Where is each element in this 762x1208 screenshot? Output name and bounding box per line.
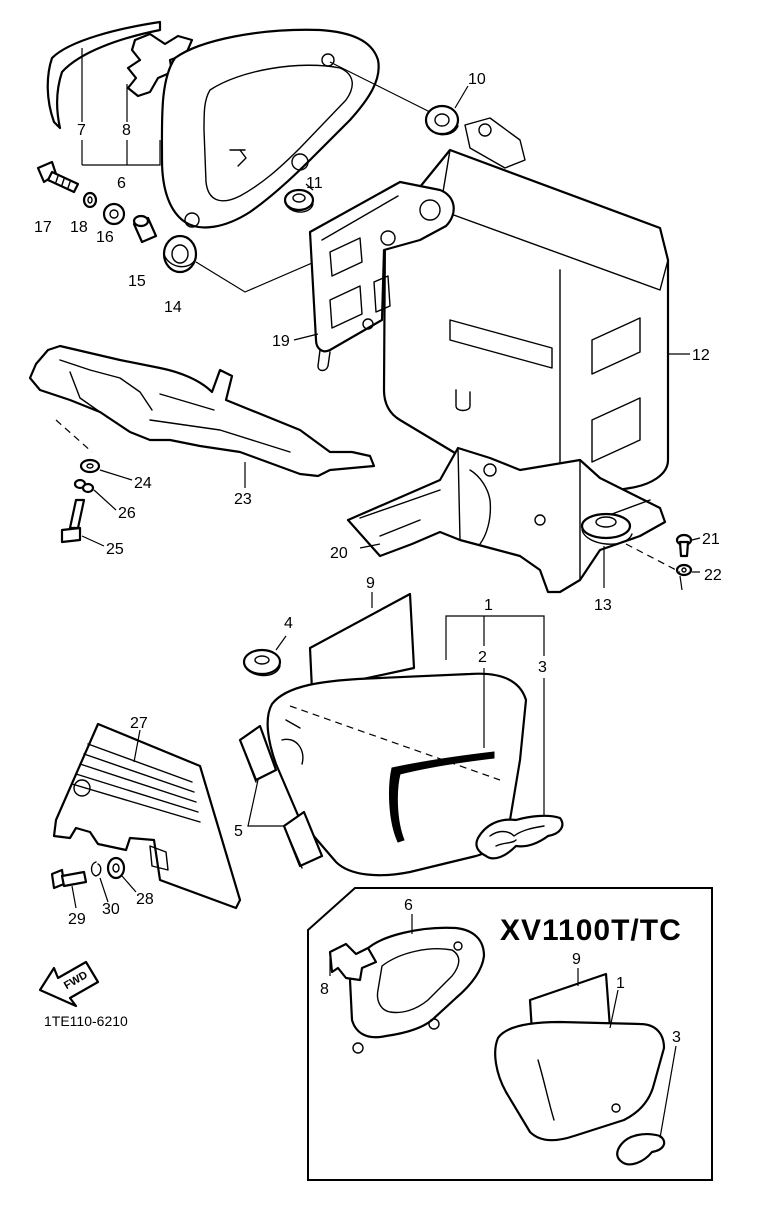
inset-part-1-side-cover <box>494 989 666 1142</box>
model-label: XV1100T/TC <box>500 914 682 947</box>
leaders-24-26-25 <box>81 469 133 547</box>
leaders-13-21-22 <box>625 543 683 591</box>
label-8: 8 <box>122 122 131 139</box>
part-24-nut <box>79 458 101 474</box>
label-7: 7 <box>77 122 86 139</box>
inset-part-number-labels: 6 8 9 1 3 <box>320 897 681 1046</box>
leaders-1-2-3 <box>445 615 545 818</box>
label-6: 6 <box>117 175 126 192</box>
label-4: 4 <box>284 615 293 632</box>
part-18-washer <box>82 191 98 209</box>
label-2: 2 <box>478 649 487 666</box>
label-9: 9 <box>366 575 375 592</box>
label-10: 10 <box>468 71 486 88</box>
part-14-grommet <box>162 234 198 274</box>
part-28-washer <box>106 856 137 893</box>
inset-label-9: 9 <box>572 951 581 968</box>
label-12: 12 <box>692 347 710 364</box>
label-29: 29 <box>68 911 86 928</box>
part-20-tray <box>346 446 667 594</box>
label-21: 21 <box>702 531 720 548</box>
label-26: 26 <box>118 505 136 522</box>
inset-label-1: 1 <box>616 975 625 992</box>
diagram-code: 1TE110-6210 <box>44 1013 128 1029</box>
part-26-washer <box>73 478 95 494</box>
part-19-bracket <box>308 180 455 372</box>
part-25-bolt <box>60 498 86 544</box>
label-11: 11 <box>306 175 323 192</box>
part-27-grille-cover <box>52 722 242 910</box>
part-15-sleeve <box>132 214 158 244</box>
part-22-washer <box>675 563 700 577</box>
part-5-damper-b <box>282 810 324 869</box>
part-1-side-cover <box>266 672 528 877</box>
label-22: 22 <box>704 567 722 584</box>
part-11-grommet <box>283 188 315 213</box>
part-10-grommet <box>424 104 460 136</box>
part-23-panel <box>28 344 376 478</box>
label-20: 20 <box>330 545 348 562</box>
label-19: 19 <box>272 333 290 350</box>
part-21-bolt <box>675 533 701 558</box>
inset-label-8: 8 <box>320 981 329 998</box>
part-16-collar <box>102 202 126 226</box>
label-15: 15 <box>128 273 146 290</box>
part-4-grommet <box>242 635 287 677</box>
fwd-arrow-icon <box>38 960 100 1008</box>
inset-part-6-cover-frame <box>348 926 486 1054</box>
part-9-pad <box>308 592 416 692</box>
label-14: 14 <box>164 299 182 316</box>
label-25: 25 <box>106 541 124 558</box>
part-13-grommet <box>580 512 633 588</box>
inset-part-3-emblem <box>616 1045 677 1166</box>
label-28: 28 <box>136 891 154 908</box>
label-3: 3 <box>538 659 547 676</box>
part-29-bolt <box>50 868 88 909</box>
part-7-strip <box>46 20 162 130</box>
label-30: 30 <box>102 901 120 918</box>
part-3-emblem <box>475 814 564 860</box>
label-24: 24 <box>134 475 152 492</box>
inset-part-8-bracket <box>328 942 378 982</box>
label-18: 18 <box>70 219 88 236</box>
part-30-washer <box>90 861 109 903</box>
label-13: 13 <box>594 597 612 614</box>
part-17-bolt <box>36 160 80 194</box>
part-8-bracket <box>126 32 194 98</box>
part-5-damper-a <box>238 724 278 783</box>
label-27: 27 <box>130 715 148 732</box>
leaders-23 <box>55 419 246 488</box>
label-23: 23 <box>234 491 252 508</box>
inset-label-6: 6 <box>404 897 413 914</box>
leaders-top-left <box>81 48 161 166</box>
leader-19 <box>293 333 319 341</box>
leader-20 <box>359 543 381 549</box>
label-17: 17 <box>34 219 52 236</box>
label-16: 16 <box>96 229 114 246</box>
part-number-labels: 7 8 6 10 11 17 18 16 15 14 19 12 24 23 2… <box>34 71 722 928</box>
part-6-cover-frame <box>160 28 380 229</box>
part-12-battery-case <box>382 117 670 502</box>
leaders-10-11 <box>305 85 469 191</box>
inset-label-3: 3 <box>672 1029 681 1046</box>
inset-frame <box>307 887 713 1181</box>
label-5: 5 <box>234 823 243 840</box>
label-1: 1 <box>484 597 493 614</box>
leaders-5 <box>247 779 284 827</box>
